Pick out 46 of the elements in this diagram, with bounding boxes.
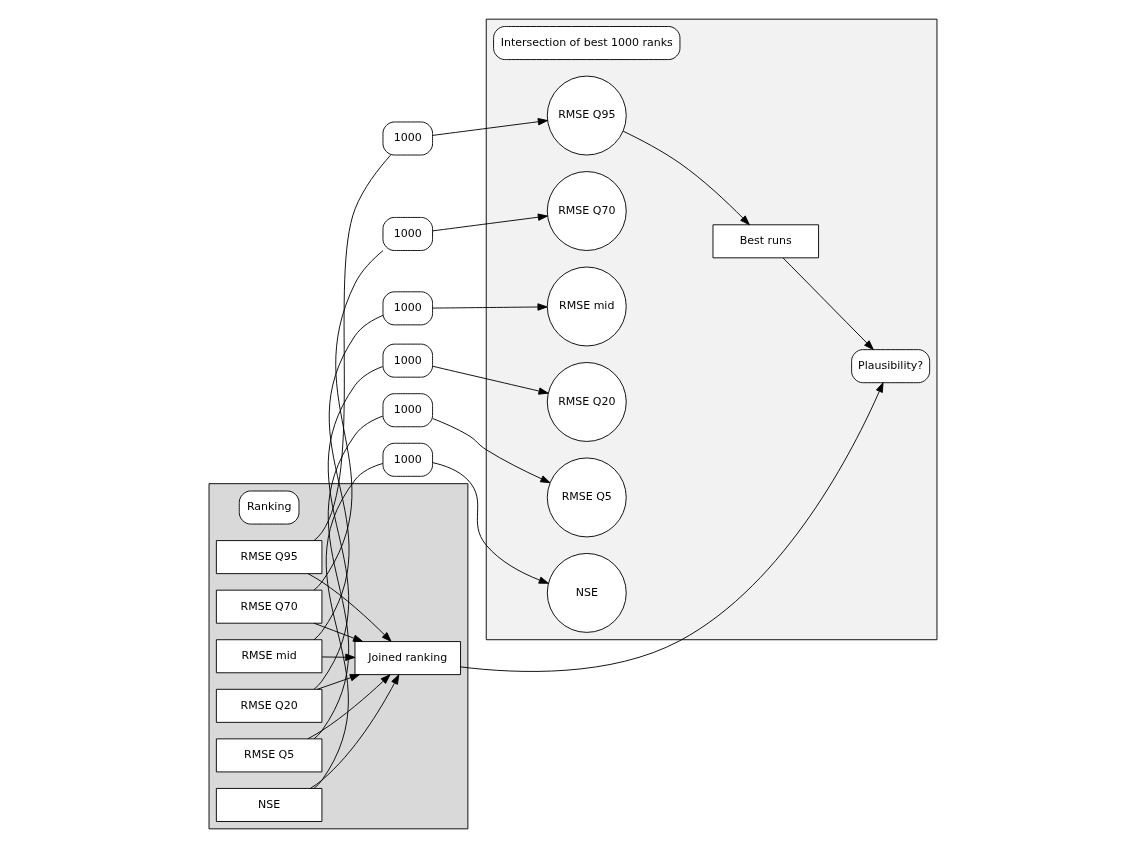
- node-box: RMSE Q5: [215, 738, 323, 773]
- node-circle: RMSE mid: [546, 266, 627, 347]
- arrow: [782, 257, 874, 350]
- node-box: RMSE mid: [215, 639, 323, 674]
- arrow: [313, 622, 364, 642]
- node-box: 1000: [382, 393, 433, 428]
- node-circle: RMSE Q95: [546, 75, 627, 156]
- node-box: RMSE Q95: [215, 540, 323, 575]
- arrow: [432, 365, 549, 395]
- node-box: 1000: [382, 442, 433, 477]
- arrow: [432, 213, 548, 232]
- node-box: NSE: [215, 788, 323, 822]
- arrow: [307, 573, 392, 642]
- node-box: RMSE Q20: [215, 688, 323, 723]
- cluster: [485, 18, 938, 641]
- connector: [313, 250, 384, 591]
- arrow: [321, 653, 356, 661]
- node-circle: RMSE Q5: [546, 457, 627, 538]
- node-box: 1000: [382, 291, 433, 326]
- connector: [313, 463, 384, 789]
- node-box: 1000: [382, 343, 433, 378]
- arrow: [432, 118, 548, 136]
- node-box: Joined ranking: [354, 641, 461, 676]
- node-box: Best runs: [712, 224, 819, 259]
- node-box: Ranking: [238, 490, 300, 525]
- node-box: RMSE Q70: [215, 589, 323, 624]
- node-circle: RMSE Q20: [546, 362, 627, 442]
- arrow: [432, 462, 549, 584]
- arrow: [310, 674, 400, 789]
- connector: [313, 154, 391, 541]
- arrow: [622, 130, 750, 226]
- node-circle: NSE: [546, 553, 627, 633]
- cluster: [208, 483, 469, 830]
- node-box: 1000: [382, 217, 433, 251]
- node-circle: RMSE Q70: [546, 171, 627, 251]
- connector: [313, 314, 384, 641]
- arrow: [432, 303, 548, 311]
- arrow: [307, 674, 391, 740]
- connector: [313, 415, 384, 740]
- node-box: Intersection of best 1000 ranks: [493, 26, 681, 60]
- arrow: [317, 674, 360, 690]
- node-box: 1000: [382, 121, 433, 156]
- arrow: [460, 382, 884, 672]
- connector: [313, 366, 384, 690]
- arrow: [432, 418, 551, 484]
- node-box: Plausibility?: [851, 349, 931, 384]
